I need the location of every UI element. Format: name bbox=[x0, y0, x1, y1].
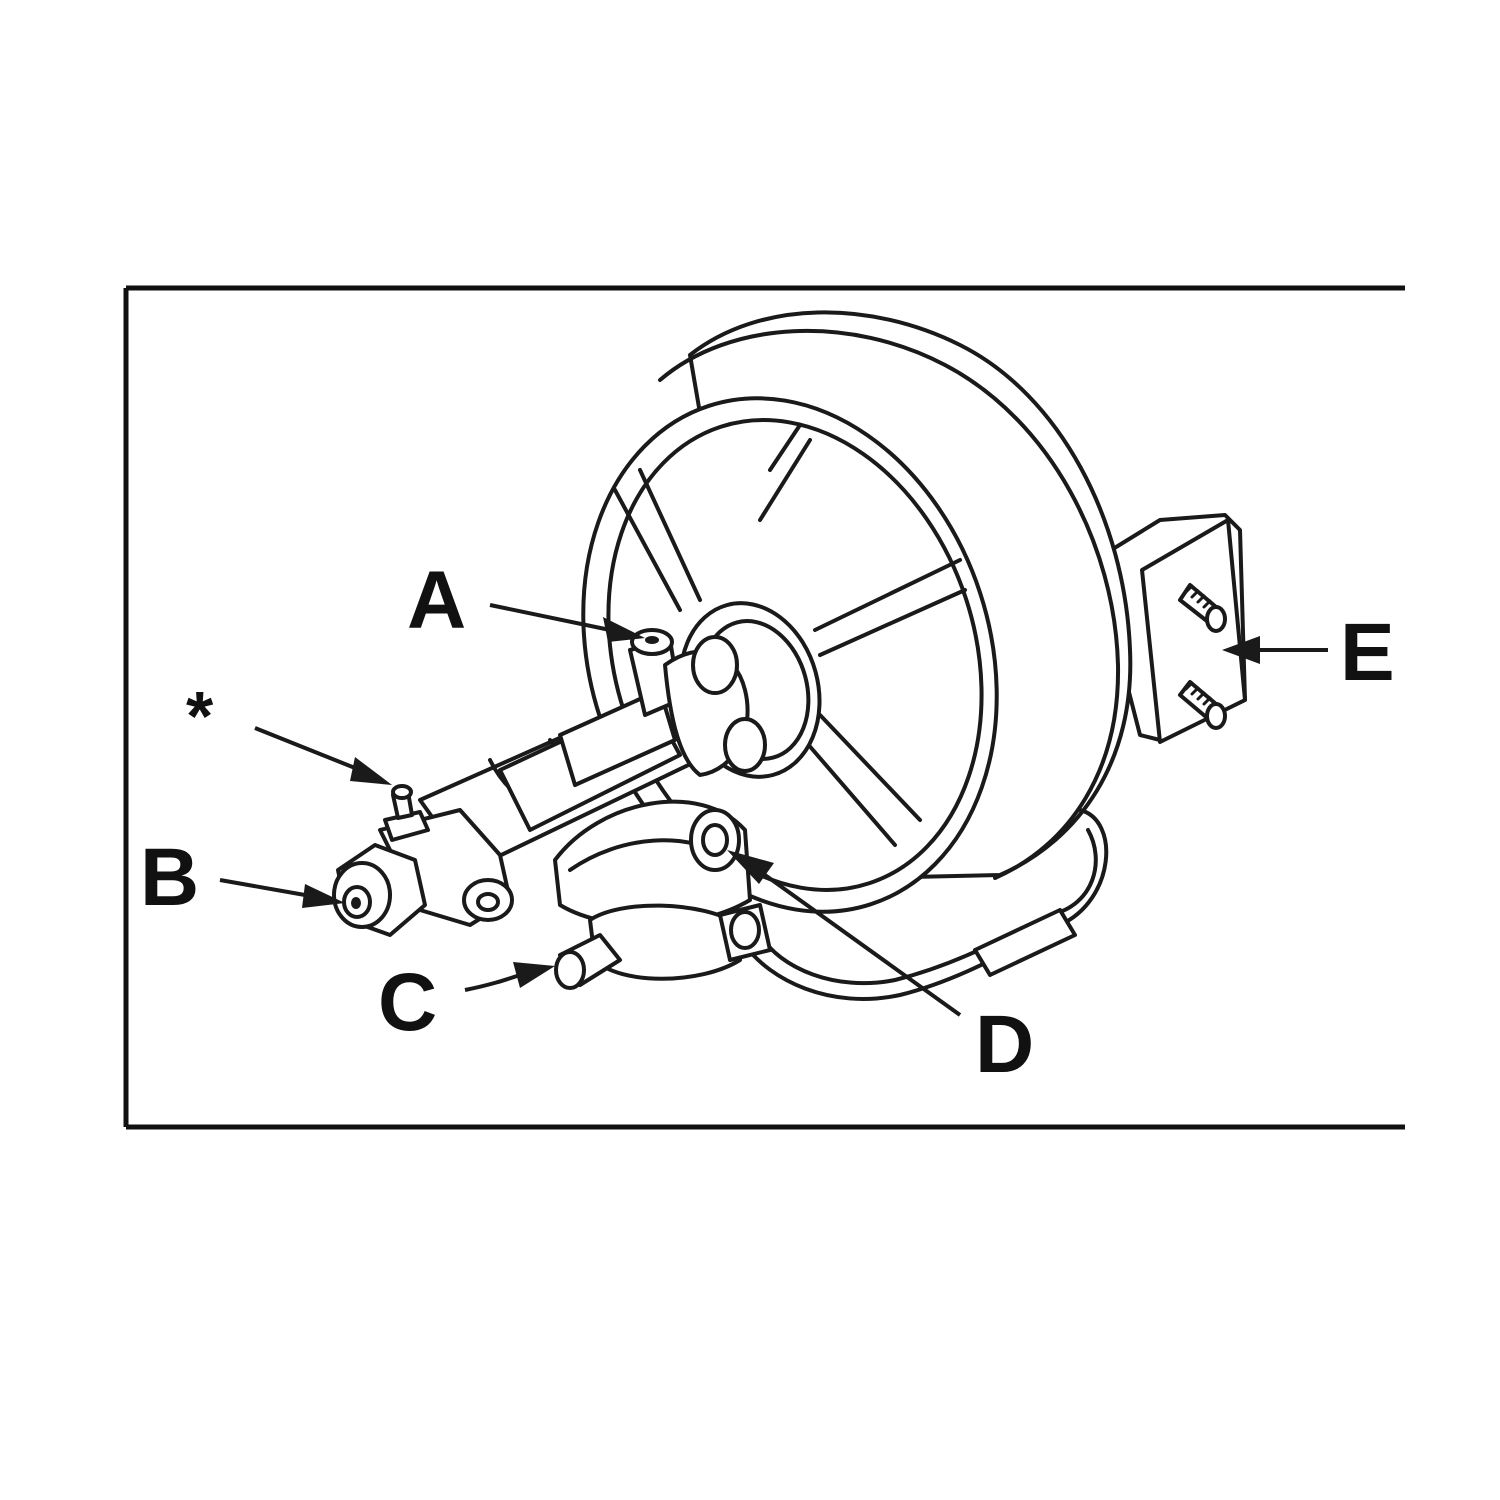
callout-label-star: * bbox=[186, 677, 214, 755]
callout-label-e: E bbox=[1340, 607, 1395, 698]
vacuum-hose bbox=[743, 808, 1109, 1001]
arrow-e bbox=[1222, 636, 1328, 664]
arrow-b bbox=[219, 878, 345, 908]
booster-housing bbox=[581, 310, 1133, 914]
figure-frame bbox=[123, 285, 1405, 1130]
callout-labels: A * B C D E bbox=[140, 555, 1395, 1090]
outlet-fitting bbox=[332, 784, 514, 937]
mounting-bracket bbox=[1093, 513, 1247, 744]
callout-label-d: D bbox=[975, 999, 1034, 1090]
master-cylinder bbox=[418, 628, 772, 990]
arrow-c bbox=[464, 962, 555, 992]
callout-arrows bbox=[219, 603, 1328, 1017]
arrow-a bbox=[489, 603, 645, 642]
callout-label-a: A bbox=[407, 555, 466, 646]
callout-label-b: B bbox=[140, 832, 199, 923]
mounting-stud-lower bbox=[1178, 680, 1227, 730]
callout-label-c: C bbox=[378, 957, 437, 1048]
mounting-stud-upper bbox=[1178, 583, 1227, 633]
arrow-d bbox=[727, 850, 962, 1017]
arrow-star bbox=[254, 726, 392, 785]
